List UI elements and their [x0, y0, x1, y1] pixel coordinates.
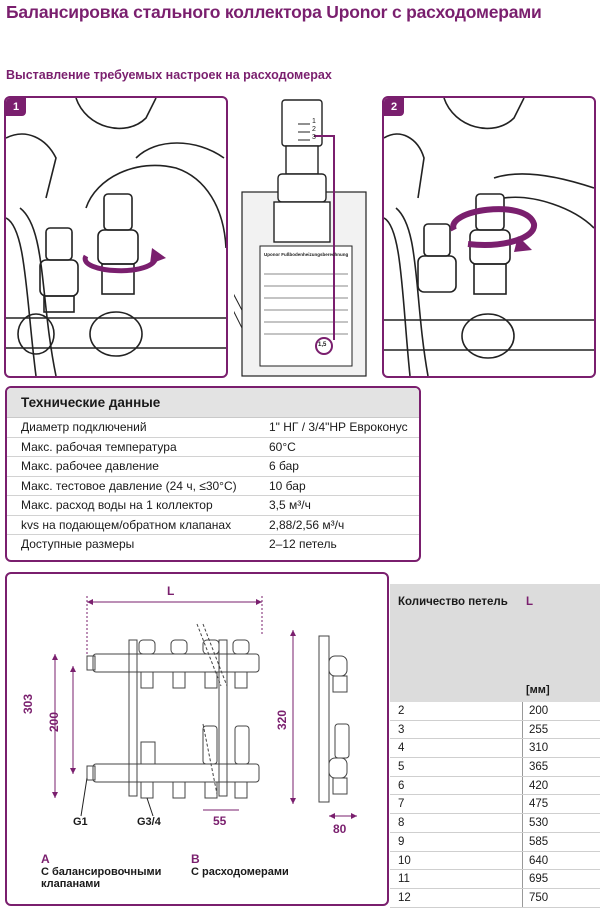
cell-L: 255 [529, 723, 549, 736]
cell-L: 365 [529, 761, 549, 774]
cell-loops: 2 [398, 705, 405, 717]
table-row: 4 310 [390, 739, 600, 759]
table-row: Макс. тестовое давление (24 ч, ≤30°С) 10 … [7, 477, 419, 496]
table-row: 11 695 [390, 870, 600, 889]
table-row: 3 255 [390, 720, 600, 740]
row-value: 3,5 м³/ч [269, 498, 311, 512]
table-row: 2 200 [390, 702, 600, 721]
row-key: Диаметр подключений [21, 420, 147, 434]
table-row: 8 530 [390, 814, 600, 833]
table-row: kvs на подающем/обратном клапанах 2,88/2,… [7, 516, 419, 535]
step1-drawing [6, 98, 226, 376]
cell-loops: 3 [398, 723, 405, 736]
scale-mark-1: 1 [312, 118, 316, 125]
row-value: 60°С [269, 439, 296, 454]
col-loops-header: Количество петель [398, 596, 508, 608]
variant-a-letter: A [41, 852, 50, 866]
row-value: 1" НГ / 3/4"НР Евроконус [269, 420, 408, 434]
variant-b-letter: B [191, 852, 200, 866]
scale-mark-2: 2 [312, 126, 316, 133]
table-row: Макс. расход воды на 1 коллектор 3,5 м³/ч [7, 496, 419, 516]
setting-marker: 1,5 [318, 342, 327, 348]
row-key: Макс. рабочее давление [21, 459, 159, 473]
table-row: 5 365 [390, 758, 600, 777]
row-key: Макс. рабочая температура [21, 439, 177, 454]
technical-data-table: Технические данные Диаметр подключений 1"… [5, 386, 421, 562]
dimension-320: 320 [275, 709, 289, 730]
table-row: 10 640 [390, 851, 600, 871]
variant-b-text: С расходомерами [191, 866, 289, 878]
step1-illustration: 1 [4, 96, 228, 378]
scale-mark-3: 3 [312, 134, 316, 141]
table-row: Макс. рабочая температура 60°С [7, 438, 419, 457]
step1-badge: 1 [6, 98, 26, 116]
col-L-unit: [мм] [526, 684, 550, 696]
cell-loops: 10 [398, 854, 411, 867]
table-row: 9 585 [390, 832, 600, 852]
table-row: Диаметр подключений 1" НГ / 3/4"НР Евроко… [7, 418, 419, 438]
cell-loops: 7 [398, 798, 405, 811]
cell-loops: 5 [398, 761, 405, 774]
row-value: 10 бар [269, 478, 306, 493]
cell-loops: 8 [398, 817, 405, 830]
flowmeter-callout: 1 2 3 Uponor Fußbodenheizungsberechnung … [223, 96, 374, 378]
cell-L: 475 [529, 798, 549, 811]
row-value: 2–12 петель [269, 537, 337, 551]
row-key: kvs на подающем/обратном клапанах [21, 517, 232, 532]
dimension-200: 200 [47, 711, 61, 732]
dimension-drawing: L 303 200 320 55 80 G1 G3/4 A С балансир… [5, 572, 389, 906]
cell-L: 640 [529, 854, 549, 867]
table-row: 6 420 [390, 776, 600, 796]
row-key: Доступные размеры [21, 537, 135, 551]
row-key: Макс. расход воды на 1 коллектор [21, 498, 213, 512]
card-title: Uponor Fußbodenheizungsberechnung [264, 252, 349, 257]
row-key: Макс. тестовое давление (24 ч, ≤30°С) [21, 478, 237, 493]
col-L-label: L [526, 596, 534, 608]
cell-L: 200 [529, 705, 549, 717]
cell-loops: 9 [398, 835, 405, 848]
variant-a-text-line1: С балансировочными [41, 866, 162, 878]
step2-illustration: 2 [382, 96, 596, 378]
table-row: Макс. рабочее давление 6 бар [7, 457, 419, 477]
dimension-80: 80 [333, 822, 347, 836]
cell-L: 530 [529, 817, 549, 830]
page-title: Балансировка стального коллектора Uponor… [6, 2, 542, 22]
cell-loops: 12 [398, 891, 411, 904]
cell-loops: 6 [398, 779, 405, 792]
step2-badge: 2 [384, 98, 404, 116]
dimension-55: 55 [213, 814, 227, 828]
thread-g34: G3/4 [137, 816, 161, 828]
dimension-303: 303 [21, 693, 35, 714]
step2-drawing [384, 98, 594, 376]
row-value: 6 бар [269, 459, 299, 473]
manifold-drawing [52, 596, 357, 819]
cell-L: 695 [529, 873, 549, 886]
cell-loops: 11 [398, 873, 410, 886]
dimension-L: L [167, 584, 175, 598]
cell-loops: 4 [398, 742, 405, 755]
cell-L: 750 [529, 891, 549, 904]
cell-L: 310 [529, 742, 549, 755]
cell-L: 420 [529, 779, 549, 792]
technical-data-heading: Технические данные [7, 388, 419, 418]
section-subtitle: Выставление требуемых настроек на расход… [6, 68, 332, 82]
row-value: 2,88/2,56 м³/ч [269, 517, 345, 532]
length-table-header: Количество петель L [мм] [390, 584, 600, 702]
thread-g1: G1 [73, 816, 88, 828]
table-row: 7 475 [390, 795, 600, 815]
table-row: Доступные размеры 2–12 петель [7, 535, 419, 555]
table-row: 12 750 [390, 888, 600, 908]
variant-a-text-line2: клапанами [41, 878, 101, 890]
cell-L: 585 [529, 835, 549, 848]
col-L-header: L [мм] [522, 584, 600, 702]
